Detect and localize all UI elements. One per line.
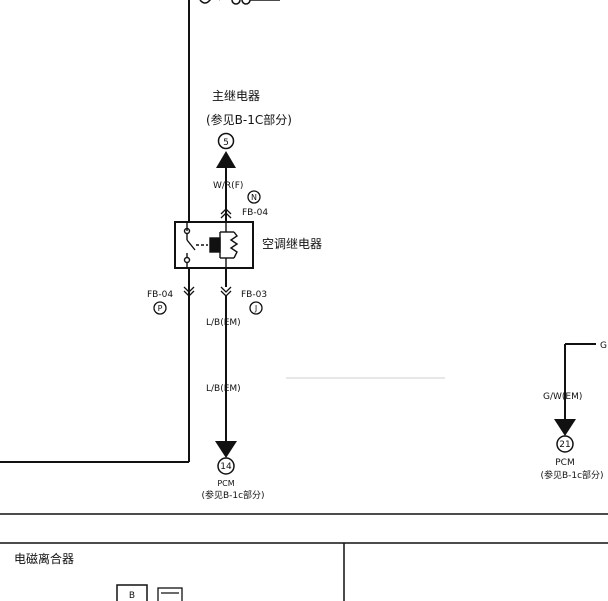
main-relay-title: 主继电器 xyxy=(212,89,260,103)
pcm-left-name: PCM xyxy=(217,479,234,488)
wire-bottom-color-code-1: L/B(EM) xyxy=(206,318,241,328)
wire-bottom-color-code-2: L/B(EM) xyxy=(206,384,241,394)
pcm-right-pin: 21 xyxy=(559,440,570,450)
bottom-connector-icon xyxy=(157,587,183,601)
right-down-arrow-icon xyxy=(554,419,576,436)
connector-chevron-icon xyxy=(220,208,232,219)
left-connector-name: FB-04 xyxy=(147,290,173,300)
left-main-wire xyxy=(0,0,190,463)
up-arrow-icon xyxy=(216,151,236,168)
ac-relay-label: 空调继电器 xyxy=(262,237,322,251)
ac-relay-internals xyxy=(183,222,239,268)
main-relay-pin-circle xyxy=(217,132,235,150)
pcm-right-ref: (参见B-1c部分) xyxy=(540,469,603,481)
left-connector-pin: P xyxy=(158,304,163,313)
bottom-connector-letter: B xyxy=(129,591,135,601)
connector-fb04-top: FB-04 xyxy=(242,208,268,218)
right-branch-wire xyxy=(564,343,596,420)
bottom-section-title: 电磁离合器 xyxy=(14,551,74,566)
right-branch-color-code: G/W(EM) xyxy=(543,392,582,402)
bottom-connector-box xyxy=(116,584,148,601)
top-coil-symbol xyxy=(199,0,280,5)
wire-top-color-code: W/R(F) xyxy=(213,181,243,191)
connector-n-pin: N xyxy=(251,193,257,202)
left-connector-pin-circle xyxy=(153,301,167,315)
main-relay-ref: (参见B-1C部分) xyxy=(206,112,292,127)
pcm-left-pin-circle xyxy=(217,457,235,475)
pcm-left-ref: (参见B-1c部分) xyxy=(201,489,264,501)
right-connector-pin-circle xyxy=(249,301,263,315)
right-branch-top-letter: G xyxy=(600,341,607,351)
right-connector-name: FB-03 xyxy=(241,290,267,300)
pcm-right-name: PCM xyxy=(555,458,574,468)
pcm-right-pin-circle xyxy=(556,435,574,453)
main-relay-pin: 5 xyxy=(223,138,229,148)
lower-connector-chevrons xyxy=(183,286,232,297)
right-connector-pin: J xyxy=(254,304,257,313)
down-arrow-icon xyxy=(215,441,237,458)
connector-n-circle xyxy=(247,190,261,204)
pcm-left-pin: 14 xyxy=(220,462,232,472)
